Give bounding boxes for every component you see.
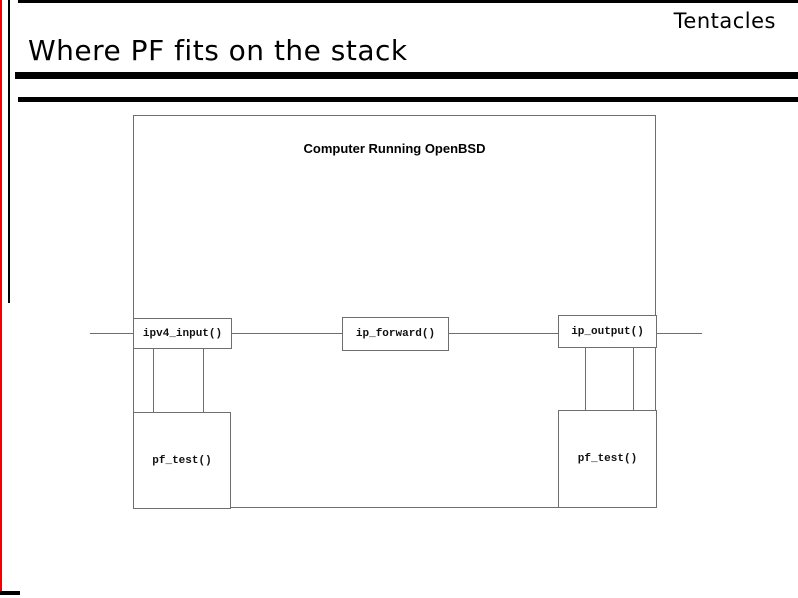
left-black-edge-line: [8, 0, 10, 303]
computer-container-label: Computer Running OpenBSD: [303, 141, 486, 156]
title-underline-thick: [15, 72, 798, 79]
node-pf-test-left-label: pf_test(): [152, 454, 212, 467]
connector-output-pf-right-a: [585, 347, 586, 410]
wire-input-to-forward: [231, 333, 342, 334]
node-pf-test-right-label: pf_test(): [577, 453, 638, 465]
bottom-left-tick: [0, 591, 20, 595]
left-red-edge-line: [0, 0, 2, 592]
node-pf-test-left: pf_test(): [133, 412, 231, 509]
connector-input-pf-left-b: [203, 348, 204, 412]
node-ip-forward-label: ip_forward(): [355, 328, 436, 340]
node-pf-test-right: pf_test(): [558, 410, 657, 508]
deck-name-label: Tentacles: [673, 9, 776, 33]
wire-inbound: [90, 333, 133, 334]
connector-output-pf-right-b: [633, 347, 634, 410]
node-ip-output: ip_output(): [558, 315, 657, 348]
wire-forward-to-output: [448, 333, 558, 334]
connector-input-pf-left-a: [153, 348, 154, 412]
node-ip-output-label: ip_output(): [571, 325, 644, 338]
node-ip-forward: ip_forward(): [342, 317, 449, 351]
top-edge-line: [18, 0, 798, 3]
computer-container-box: Computer Running OpenBSD: [133, 115, 656, 508]
node-ipv4-input: ipv4_input(): [133, 318, 232, 349]
node-ipv4-input-label: ipv4_input(): [142, 327, 223, 340]
title-underline-thin: [18, 97, 798, 102]
wire-outbound: [656, 333, 702, 334]
page-title: Where PF fits on the stack: [28, 34, 408, 67]
